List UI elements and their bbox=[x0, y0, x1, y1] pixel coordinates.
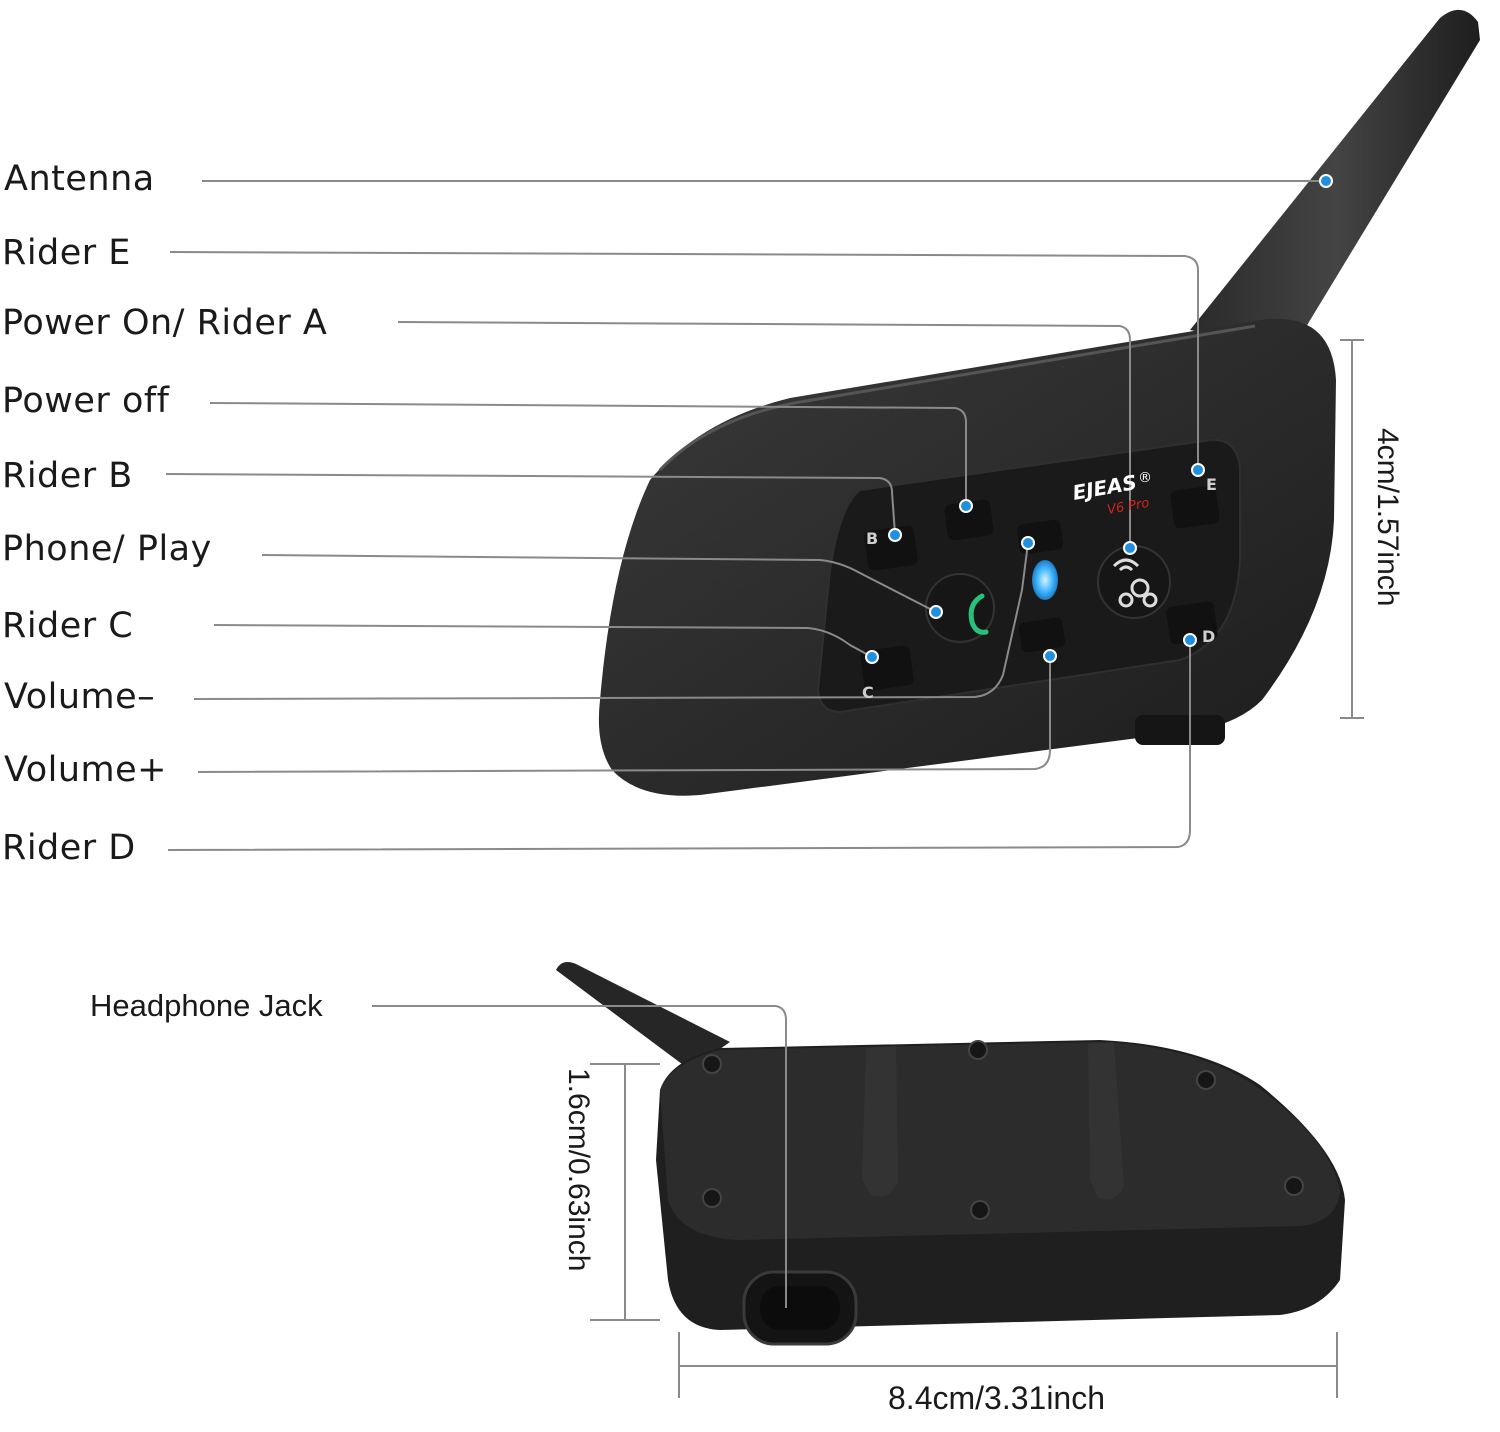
callout-lines bbox=[165, 180, 1326, 851]
phone-button bbox=[925, 573, 995, 643]
rider-icon bbox=[1112, 558, 1158, 608]
mount-rail-left bbox=[862, 1046, 898, 1197]
model-label: V6 Pro bbox=[1106, 496, 1150, 518]
label-rider-e: Rider E bbox=[2, 233, 131, 273]
headphone-callout bbox=[372, 1005, 787, 1308]
power-off-callout-line bbox=[209, 402, 967, 506]
antenna-shape bbox=[1190, 9, 1480, 351]
label-power-on-rider-a: Power On/ Rider A bbox=[2, 303, 328, 343]
screw-holes bbox=[702, 1040, 1304, 1220]
button-letter-c: C bbox=[862, 683, 874, 702]
rider-d-marker bbox=[1183, 633, 1197, 647]
rider-e-button bbox=[1170, 485, 1220, 529]
width-dimension-label: 8.4cm/3.31inch bbox=[888, 1380, 1106, 1416]
phone-marker bbox=[929, 605, 943, 619]
brand-registered: ® bbox=[1138, 470, 1152, 486]
top-device bbox=[598, 9, 1480, 796]
volume-plus-callout-line bbox=[197, 656, 1051, 773]
height-dimension-label: 4cm/1.57inch bbox=[1371, 428, 1404, 607]
label-headphone-jack: Headphone Jack bbox=[90, 988, 323, 1023]
bottom-antenna bbox=[556, 962, 730, 1070]
volume-plus-marker bbox=[1043, 649, 1057, 663]
volume-minus-button-shape bbox=[1016, 519, 1064, 555]
button-letter-e: E bbox=[1206, 475, 1217, 494]
label-rider-d: Rider D bbox=[2, 828, 136, 868]
power-off-marker bbox=[959, 499, 973, 513]
antenna-marker bbox=[1319, 174, 1333, 188]
thickness-dimension bbox=[590, 1063, 660, 1321]
thickness-dimension-label: 1.6cm/0.63inch bbox=[562, 1068, 595, 1272]
mount-rail-right bbox=[1088, 1042, 1124, 1200]
rider-b-callout-line bbox=[165, 473, 896, 535]
label-volume-plus: Volume+ bbox=[4, 750, 167, 790]
rider-c-marker bbox=[865, 650, 879, 664]
power-off-button bbox=[944, 499, 994, 541]
height-dimension bbox=[1340, 339, 1364, 719]
width-dimension bbox=[678, 1332, 1338, 1398]
rider-b-marker bbox=[888, 528, 902, 542]
led-indicator bbox=[1032, 560, 1058, 600]
power-on-callout-line bbox=[397, 321, 1131, 548]
button-panel bbox=[816, 438, 1241, 714]
volume-plus-button-shape bbox=[1018, 617, 1066, 653]
device-connector bbox=[1135, 715, 1225, 745]
label-power-off: Power off bbox=[2, 381, 170, 421]
label-rider-c: Rider C bbox=[2, 606, 134, 646]
button-letter-d: D bbox=[1202, 627, 1215, 646]
label-phone-play: Phone/ Play bbox=[2, 529, 212, 569]
rider-e-marker bbox=[1191, 463, 1205, 477]
rider-c-callout-line bbox=[213, 624, 873, 658]
button-letter-b: B bbox=[866, 529, 878, 548]
rider-d-callout-line bbox=[167, 640, 1191, 851]
power-on-marker bbox=[1123, 541, 1137, 555]
label-volume-minus: Volume– bbox=[4, 677, 156, 717]
rider-e-callout-line bbox=[169, 251, 1199, 470]
bottom-device bbox=[556, 962, 1345, 1346]
label-rider-b: Rider B bbox=[2, 456, 133, 496]
rider-b-button bbox=[864, 525, 918, 571]
rider-d-button bbox=[1166, 601, 1218, 645]
phone-callout-line bbox=[261, 554, 937, 613]
marker-dots bbox=[865, 174, 1333, 664]
label-antenna: Antenna bbox=[4, 159, 155, 199]
device-highlight bbox=[658, 324, 1256, 472]
bottom-body-top bbox=[660, 1042, 1340, 1240]
volume-minus-callout-line bbox=[193, 542, 1029, 700]
volume-minus-marker bbox=[1021, 536, 1035, 550]
phone-icon bbox=[968, 593, 989, 635]
